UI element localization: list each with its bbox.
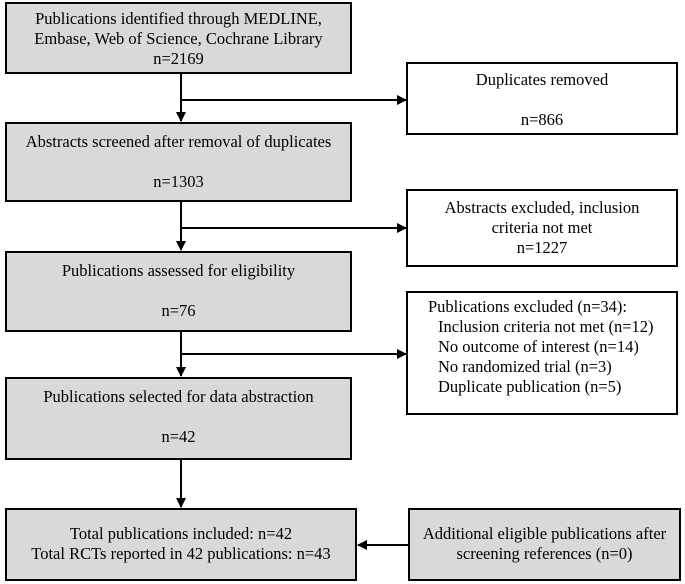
assessed-box: Publications assessed for eligibility n=… (5, 251, 352, 332)
additional-box: Additional eligible publications after s… (408, 508, 681, 581)
assessed-count: n=76 (161, 301, 196, 320)
screened-box: Abstracts screened after removal of dupl… (5, 122, 352, 202)
identified-box: Publications identified through MEDLINE,… (5, 2, 352, 74)
additional-line1: Additional eligible publications after (422, 524, 667, 543)
total-box: Total publications included: n=42 Total … (5, 508, 357, 581)
duplicates-box: Duplicates removed n=866 (406, 62, 678, 135)
exclusion-reason: Inclusion criteria not met (n=12) (438, 317, 654, 336)
identified-line2: Embase, Web of Science, Cochrane Library (34, 29, 323, 48)
selected-box: Publications selected for data abstracti… (5, 377, 352, 460)
total-line1: Total publications included: n=42 (69, 524, 293, 543)
identified-line1: Publications identified through MEDLINE, (35, 9, 322, 28)
selected-count: n=42 (161, 427, 196, 446)
total-line2: Total RCTs reported in 42 publications: … (31, 544, 331, 563)
assessed-title: Publications assessed for eligibility (61, 261, 296, 280)
pubs-excluded-title: Publications excluded (n=34): (428, 297, 628, 316)
exclusion-reason: No randomized trial (n=3) (438, 357, 612, 376)
abstracts-excluded-line1: Abstracts excluded, inclusion (444, 198, 640, 217)
duplicates-title: Duplicates removed (475, 70, 609, 89)
identified-count: n=2169 (153, 49, 204, 68)
exclusion-reason: No outcome of interest (n=14) (438, 337, 639, 356)
screened-title: Abstracts screened after removal of dupl… (25, 132, 332, 151)
abstracts-excluded-line2: criteria not met (491, 218, 593, 237)
abstracts-excluded-count: n=1227 (516, 238, 568, 257)
pubs-excluded-box: Publications excluded (n=34): Inclusion … (406, 291, 678, 415)
duplicates-count: n=866 (520, 110, 564, 129)
additional-line2: screening references (n=0) (456, 544, 633, 563)
selected-title: Publications selected for data abstracti… (43, 387, 314, 406)
screened-count: n=1303 (153, 172, 204, 191)
exclusion-reason: Duplicate publication (n=5) (438, 377, 622, 396)
abstracts-excluded-box: Abstracts excluded, inclusion criteria n… (406, 189, 678, 267)
